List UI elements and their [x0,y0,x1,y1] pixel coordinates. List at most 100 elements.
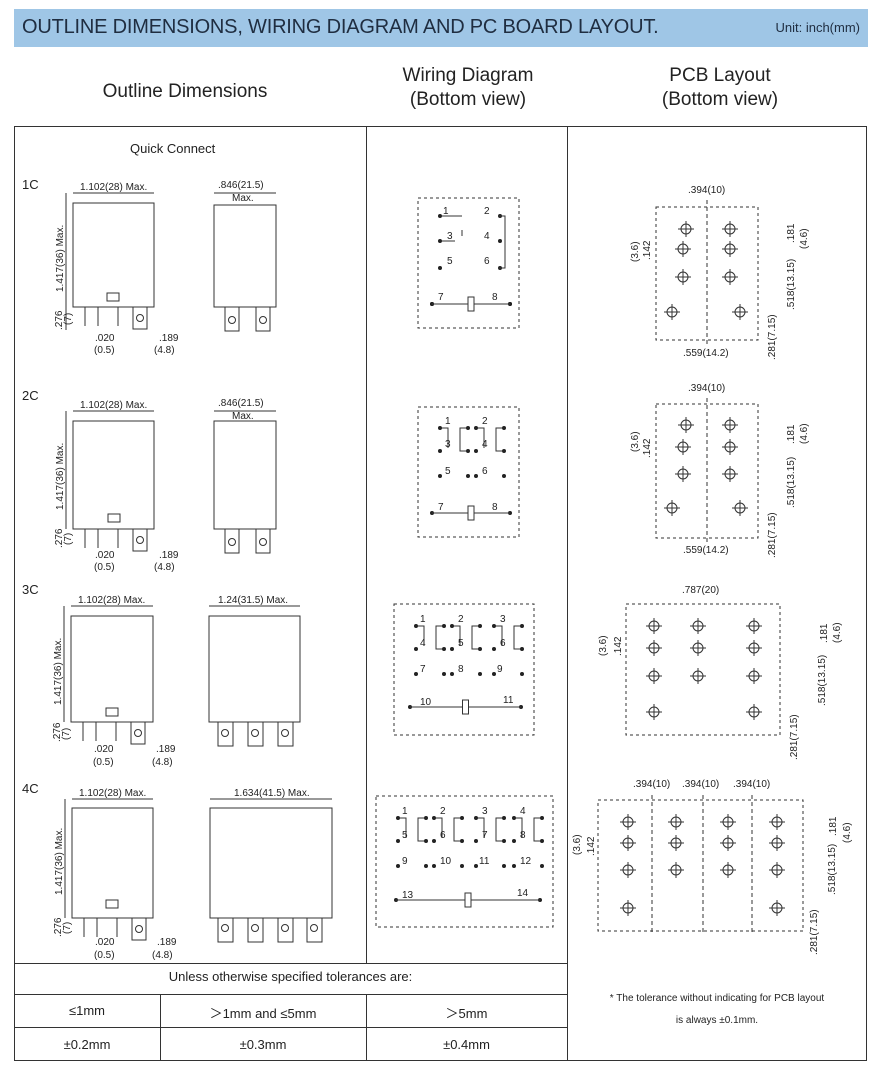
contact-dot [414,647,418,651]
contact-dot [520,647,524,651]
height-dim: 1.417(36) Max. [55,225,66,292]
pin-number: 8 [492,292,498,303]
width-dim: 1.102(28) Max. [80,182,147,193]
pcb-dimension: .518(13.15) [817,655,828,706]
contact-line [442,215,506,269]
side-width-dim: .846(21.5) [218,180,264,191]
pcb-dimension: .142 [642,438,653,458]
outline-1c [65,192,277,332]
svg-text:1.417(36) Max.: 1.417(36) Max. [54,828,65,895]
pcb-dimension: .394(10) [682,779,719,790]
contact-line [436,817,460,842]
pin-length-mm: (7) [63,313,74,325]
contact-dot [450,672,454,676]
tab-dim: .189 [159,333,179,344]
svg-text:(4.8): (4.8) [152,757,173,768]
contact-dot [450,624,454,628]
contact-line [442,427,466,452]
contact-dot [442,647,446,651]
divider [160,994,161,1061]
pin-number: 3 [500,614,506,625]
divider [567,126,568,1061]
tolerance-value: ±0.4mm [443,1037,490,1052]
contact-dot [478,647,482,651]
pcb-dimension: .181 [786,424,797,444]
svg-text:(7): (7) [63,533,74,545]
svg-text:(0.5): (0.5) [93,757,114,768]
contact-dot [466,474,470,478]
pin-length-dim: .276 [54,310,65,330]
svg-text:.020: .020 [95,937,115,948]
pin-number: 4 [520,806,526,817]
row-label-4c: 4C [22,781,39,796]
pcb-dimension: (4.6) [842,822,853,843]
pin-number: 6 [484,256,490,267]
pin-width-mm: (0.5) [94,345,115,356]
svg-text:1.24(31.5) Max.: 1.24(31.5) Max. [218,595,288,606]
pin-number: 8 [458,664,464,675]
contact-dot [442,672,446,676]
contact-dot [474,426,478,430]
pin-number: 7 [420,664,426,675]
contact-dot [396,864,400,868]
contact-dot [466,449,470,453]
coil [462,699,469,715]
tolerance-range: ＞1mm and ≤5mm [209,1006,317,1021]
pcb-dimension: .394(10) [633,779,670,790]
pcb-dimension: (4.6) [832,622,843,643]
contact-dot [438,474,442,478]
contact-dot [540,864,544,868]
pin-number: 1 [420,614,426,625]
contact-dot [498,239,502,243]
pcb-dimension: .281(7.15) [789,714,800,760]
pcb-dimension: .787(20) [682,585,719,596]
pin-number: 1 [445,416,451,427]
row-label-1c: 1C [22,177,39,192]
divider [366,994,367,1061]
pcb-dimension: (3.6) [598,635,609,656]
contact-dot [414,624,418,628]
pcb-dimension: (3.6) [572,834,583,855]
pin-number: 1 [443,206,449,217]
contact-line [478,817,502,842]
contact-dot [432,839,436,843]
contact-dot [396,816,400,820]
coil [464,892,472,908]
pin-number: 2 [458,614,464,625]
svg-text:1.634(41.5) Max.: 1.634(41.5) Max. [234,788,310,799]
pin-number: 4 [482,439,488,450]
pin-number: 14 [517,888,529,899]
svg-text:(7): (7) [62,922,73,934]
contact-dot [396,839,400,843]
contact-dot [502,426,506,430]
coil [467,505,475,521]
outline-heading: Outline Dimensions [102,81,268,102]
side-width-dim: Max. [232,193,254,204]
divider [14,994,567,995]
contact-dot [474,839,478,843]
svg-text:.020: .020 [94,744,114,755]
contact-dot [438,214,442,218]
pin-number: 4 [484,231,490,242]
pcb-dimension: .281(7.15) [767,512,778,558]
pin-number: 5 [447,256,453,267]
contact-dot [460,816,464,820]
pcb-dimension: .181 [828,816,839,836]
contact-dot [474,816,478,820]
pcb-dimension: .142 [613,636,624,656]
spec-frame [14,126,867,1061]
pin-number: 6 [500,638,506,649]
svg-text:(0.5): (0.5) [94,950,115,961]
pin-number: 10 [420,697,432,708]
pcb-dimension: .181 [819,623,830,643]
pin-number: 13 [402,890,414,901]
contact-dot [442,624,446,628]
pcb-dimension: .518(13.15) [786,259,797,310]
pin-number: 3 [482,806,488,817]
divider [366,126,367,964]
contact-dot [540,839,544,843]
pcb-tolerance-note: * The tolerance without indicating for P… [609,993,825,1026]
contact-dot [540,816,544,820]
